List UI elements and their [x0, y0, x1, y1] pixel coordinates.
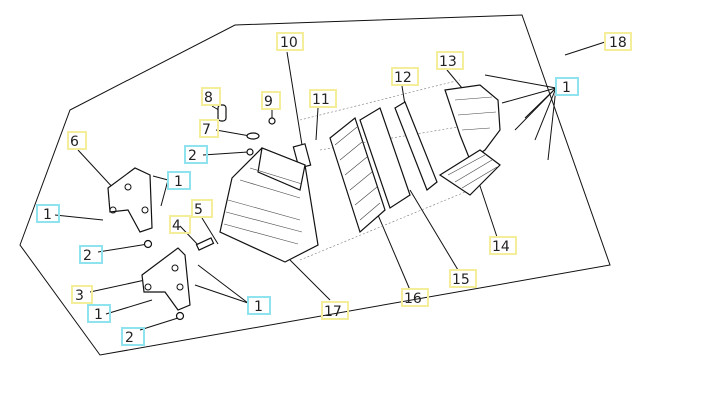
- tray-14: [438, 149, 501, 196]
- filter-element-15: [359, 107, 411, 209]
- svg-text:17: 17: [324, 304, 342, 320]
- filter-screen-16: [329, 116, 386, 234]
- label-2: 2: [184, 145, 208, 164]
- svg-text:1: 1: [174, 174, 183, 190]
- svg-text:3: 3: [75, 288, 84, 304]
- housing-17: [219, 147, 319, 263]
- label-15: 15: [449, 269, 477, 288]
- svg-text:7: 7: [202, 122, 211, 138]
- label-14: 14: [489, 236, 517, 255]
- svg-text:1: 1: [94, 307, 103, 323]
- svg-text:10: 10: [280, 35, 298, 51]
- label-17: 17: [321, 301, 349, 320]
- callout-labels: 18 10 12 13 1 8 9 11 7 2 6 1 1 5 4 2 14 …: [36, 32, 632, 346]
- label-13: 13: [436, 51, 464, 70]
- nut-2: [143, 239, 153, 249]
- tube-8: [217, 104, 227, 122]
- label-11: 11: [309, 89, 337, 108]
- seal-12: [394, 101, 438, 191]
- svg-text:2: 2: [125, 330, 134, 346]
- label-5: 5: [191, 199, 213, 218]
- label-16: 16: [401, 288, 429, 307]
- label-18: 18: [604, 32, 632, 51]
- bracket-3: [141, 247, 191, 311]
- label-4: 4: [169, 215, 191, 234]
- cap-9: [268, 117, 276, 125]
- svg-text:18: 18: [609, 35, 627, 51]
- bracket-6: [107, 167, 153, 233]
- svg-text:1: 1: [43, 207, 52, 223]
- assembly-outline: [19, 14, 611, 356]
- label-9: 9: [261, 91, 281, 110]
- label-2: 2: [121, 327, 145, 346]
- svg-text:11: 11: [312, 92, 330, 108]
- svg-text:12: 12: [394, 70, 412, 86]
- label-10: 10: [276, 32, 304, 51]
- svg-text:14: 14: [492, 239, 510, 255]
- svg-text:4: 4: [172, 218, 181, 234]
- label-1: 1: [87, 304, 111, 323]
- svg-text:13: 13: [439, 54, 457, 70]
- svg-text:2: 2: [83, 248, 92, 264]
- svg-text:5: 5: [194, 202, 203, 218]
- label-3: 3: [71, 285, 93, 304]
- label-12: 12: [391, 67, 419, 86]
- nut-2: [175, 311, 185, 321]
- pin-4: [195, 237, 215, 251]
- svg-text:6: 6: [70, 134, 79, 150]
- svg-text:15: 15: [452, 272, 470, 288]
- leader-lines: [54, 41, 606, 331]
- label-1: 1: [167, 171, 191, 190]
- nut-2: [246, 148, 254, 156]
- svg-text:2: 2: [188, 148, 197, 164]
- label-8: 8: [201, 87, 221, 106]
- svg-text:1: 1: [562, 80, 571, 96]
- label-7: 7: [199, 119, 219, 138]
- label-6: 6: [67, 131, 87, 150]
- svg-text:16: 16: [404, 291, 422, 307]
- label-1: 1: [247, 296, 271, 315]
- label-2: 2: [79, 245, 103, 264]
- label-1: 1: [36, 204, 60, 223]
- label-1: 1: [555, 77, 579, 96]
- svg-text:1: 1: [254, 299, 263, 315]
- cover-13: [444, 84, 501, 161]
- ring-7: [246, 132, 260, 140]
- svg-text:8: 8: [204, 90, 213, 106]
- svg-text:9: 9: [264, 94, 273, 110]
